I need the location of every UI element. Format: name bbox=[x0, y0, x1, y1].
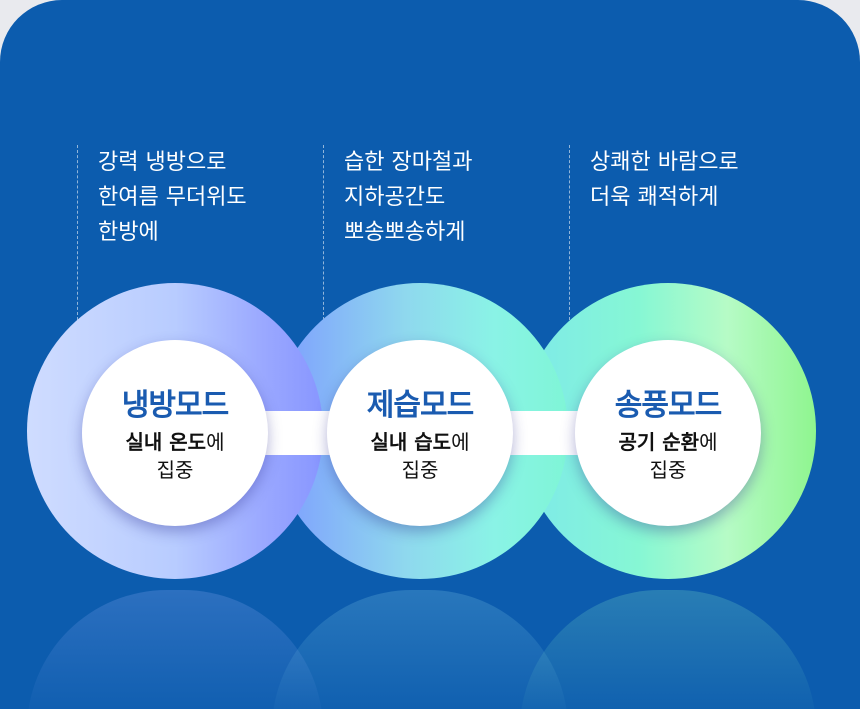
mode-line2: 집중 bbox=[649, 458, 687, 482]
reflection bbox=[272, 590, 568, 709]
mode-suffix: 에 bbox=[206, 430, 225, 454]
mode-line2: 집중 bbox=[156, 458, 194, 482]
mode-focus: 실내 습도 bbox=[370, 430, 452, 454]
desc-line: 습한 장마철과 bbox=[344, 150, 473, 175]
mode-focus: 공기 순환 bbox=[618, 430, 700, 454]
desc-line: 강력 냉방으로 bbox=[98, 150, 227, 175]
mode-suffix: 에 bbox=[699, 430, 718, 454]
desc-line: 상쾌한 바람으로 bbox=[590, 150, 739, 175]
desc-line: 한여름 무더위도 bbox=[98, 185, 247, 210]
mode-title: 냉방모드 bbox=[121, 388, 229, 423]
desc-line: 지하공간도 bbox=[344, 185, 446, 210]
mode-focus: 실내 온도 bbox=[125, 430, 207, 454]
desc-line: 뽀송뽀송하게 bbox=[344, 220, 466, 245]
desc-line: 한방에 bbox=[98, 220, 159, 245]
mode-suffix: 에 bbox=[451, 430, 470, 454]
mode-title: 송풍모드 bbox=[614, 388, 722, 423]
reflection bbox=[520, 590, 816, 709]
mode-title: 제습모드 bbox=[366, 388, 474, 423]
mode-line2: 집중 bbox=[401, 458, 439, 482]
desc-line: 더욱 쾌적하게 bbox=[590, 185, 719, 210]
